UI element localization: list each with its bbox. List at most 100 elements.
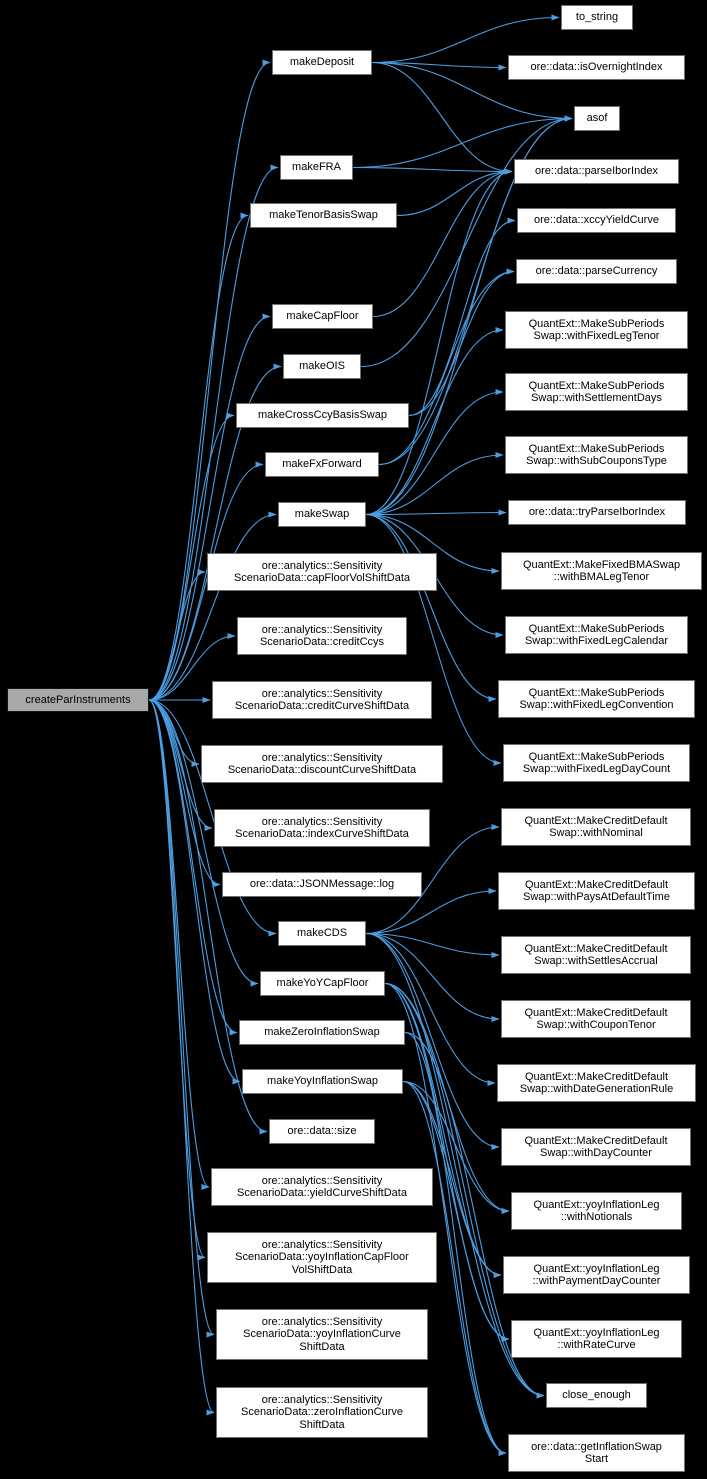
edge-createParInstruments-to-discountCurveShiftData — [148, 699, 200, 767]
graph-node-makeTenorBasisSwap[interactable]: makeTenorBasisSwap — [250, 203, 397, 228]
node-label-line: Swap::withCouponTenor — [536, 1019, 656, 1031]
node-label-line: Swap::withNominal — [549, 827, 643, 839]
node-label-line: ScenarioData::yoyInflationCapFloor — [235, 1251, 409, 1264]
graph-node-asof[interactable]: asof — [574, 106, 620, 131]
node-label-line: Swap::withPaysAtDefaultTime — [523, 891, 670, 903]
node-label-line: makeTenorBasisSwap — [269, 209, 378, 222]
edge-createParInstruments-to-zeroInflationCurveShiftData — [148, 699, 215, 1416]
node-label-line: ore::data::tryParseIborIndex — [528, 506, 666, 519]
node-label-line: makeFRA — [292, 161, 341, 174]
edge-makeCDS-to-withCouponTenor — [365, 932, 500, 1022]
node-label-line: QuantExt::MakeSubPeriods — [528, 622, 665, 635]
node-label-line: Swap::withFixedLegConvention — [519, 699, 674, 711]
node-label-line: ScenarioData::yoyInflationCurve — [243, 1328, 401, 1341]
node-label-line: to_string — [575, 11, 619, 24]
node-label-line: QuantExt::MakeCreditDefault — [524, 814, 668, 827]
graph-node-makeFxForward[interactable]: makeFxForward — [265, 452, 379, 477]
graph-node-makeZeroInflationSwap[interactable]: makeZeroInflationSwap — [239, 1020, 405, 1045]
edge-makeSwap-to-withFixedLegConvention — [365, 513, 497, 702]
node-label-line: ore::analytics::Sensitivity — [261, 1174, 383, 1187]
graph-node-withPaymentDayCounter[interactable]: QuantExt::yoyInflationLeg::withPaymentDa… — [503, 1256, 690, 1294]
node-label-line: makeOIS — [299, 360, 345, 373]
graph-node-parseCurrency[interactable]: ore::data::parseCurrency — [516, 259, 677, 284]
graph-node-withNotionals[interactable]: QuantExt::yoyInflationLeg::withNotionals — [511, 1192, 682, 1230]
graph-node-makeYoYCapFloor[interactable]: makeYoYCapFloor — [260, 971, 385, 996]
edge-makeCDS-to-withDateGenerationRule — [365, 932, 496, 1086]
graph-node-to_string[interactable]: to_string — [561, 5, 633, 30]
graph-node-makeDeposit[interactable]: makeDeposit — [272, 50, 372, 75]
edge-makeYoyInflationSwap-to-withRateCurve — [402, 1080, 510, 1342]
graph-node-makeCrossCcyBasisSwap[interactable]: makeCrossCcyBasisSwap — [236, 403, 409, 428]
node-label-line: QuantExt::MakeSubPeriods — [528, 317, 665, 330]
graph-node-makeFRA[interactable]: makeFRA — [280, 155, 353, 180]
node-label-line: makeCDS — [296, 927, 348, 940]
graph-node-makeCapFloor[interactable]: makeCapFloor — [272, 304, 373, 329]
node-label-line: ScenarioData::indexCurveShiftData — [235, 828, 409, 840]
edge-makeCDS-to-withPaysAtDefaultTime — [365, 888, 497, 935]
edge-createParInstruments-to-makeSwap — [148, 511, 277, 701]
graph-node-oreDataSize[interactable]: ore::data::size — [269, 1119, 375, 1144]
edge-makeFxForward-to-parseCurrency — [378, 268, 515, 466]
graph-node-makeYoyInflationSwap[interactable]: makeYoyInflationSwap — [242, 1069, 403, 1094]
edge-makeSwap-to-withSubCouponsType — [365, 452, 504, 516]
node-label-line: ShiftData — [299, 1340, 345, 1353]
node-label-line: Swap::withSettlesAccrual — [534, 955, 658, 967]
graph-node-jsonLog[interactable]: ore::data::JSONMessage::log — [222, 872, 422, 897]
node-label-line: Swap::withSubCouponsType — [526, 455, 667, 467]
node-label-line: QuantExt::MakeSubPeriods — [528, 442, 665, 455]
node-label-line: QuantExt::MakeCreditDefault — [524, 1070, 669, 1083]
graph-node-makeOIS[interactable]: makeOIS — [283, 354, 361, 379]
graph-node-withRateCurve[interactable]: QuantExt::yoyInflationLeg::withRateCurve — [511, 1320, 682, 1358]
node-label-line: ::withPaymentDayCounter — [532, 1275, 661, 1287]
graph-node-makeSwap[interactable]: makeSwap — [278, 502, 366, 527]
node-label-line: ScenarioData::yieldCurveShiftData — [237, 1187, 407, 1199]
node-label-line: ore::analytics::Sensitivity — [261, 687, 383, 700]
node-label-line: ScenarioData::zeroInflationCurve — [240, 1406, 404, 1419]
graph-node-parseIborIndex[interactable]: ore::data::parseIborIndex — [514, 159, 679, 184]
graph-node-withBMALegTenor[interactable]: QuantExt::MakeFixedBMASwap::withBMALegTe… — [501, 552, 702, 590]
node-label-line: QuantExt::yoyInflationLeg — [533, 1262, 660, 1275]
edge-createParInstruments-to-yoyInflationCapFloorVolShiftData — [148, 699, 206, 1261]
node-label-line: ::withNotionals — [560, 1211, 633, 1223]
node-label-line: QuantExt::MakeCreditDefault — [524, 878, 669, 891]
graph-node-close_enough[interactable]: close_enough — [546, 1383, 647, 1408]
node-label-line: makeSwap — [294, 508, 350, 521]
node-label-line: ore::data::parseIborIndex — [535, 165, 658, 178]
node-label-line: ore::analytics::Sensitivity — [261, 559, 383, 572]
node-label-line: QuantExt::MakeSubPeriods — [528, 750, 665, 763]
graph-node-xccyYieldCurve[interactable]: ore::data::xccyYieldCurve — [517, 208, 676, 233]
node-label-line: ShiftData — [299, 1418, 345, 1431]
graph-node-makeCDS[interactable]: makeCDS — [278, 921, 366, 946]
edge-makeYoYCapFloor-to-getInflationSwapStart — [384, 982, 507, 1456]
node-label-line: makeCapFloor — [286, 310, 359, 323]
graph-node-createParInstruments[interactable]: createParInstruments — [7, 688, 149, 712]
node-label-line: VolShiftData — [291, 1263, 353, 1276]
graph-node-isOvernightIndex[interactable]: ore::data::isOvernightIndex — [508, 55, 685, 80]
node-label-line: QuantExt::MakeSubPeriods — [528, 686, 665, 699]
node-label-line: asof — [586, 112, 608, 125]
node-label-line: ore::analytics::Sensitivity — [261, 815, 383, 828]
graph-node-tryParseIborIndex[interactable]: ore::data::tryParseIborIndex — [508, 500, 686, 525]
